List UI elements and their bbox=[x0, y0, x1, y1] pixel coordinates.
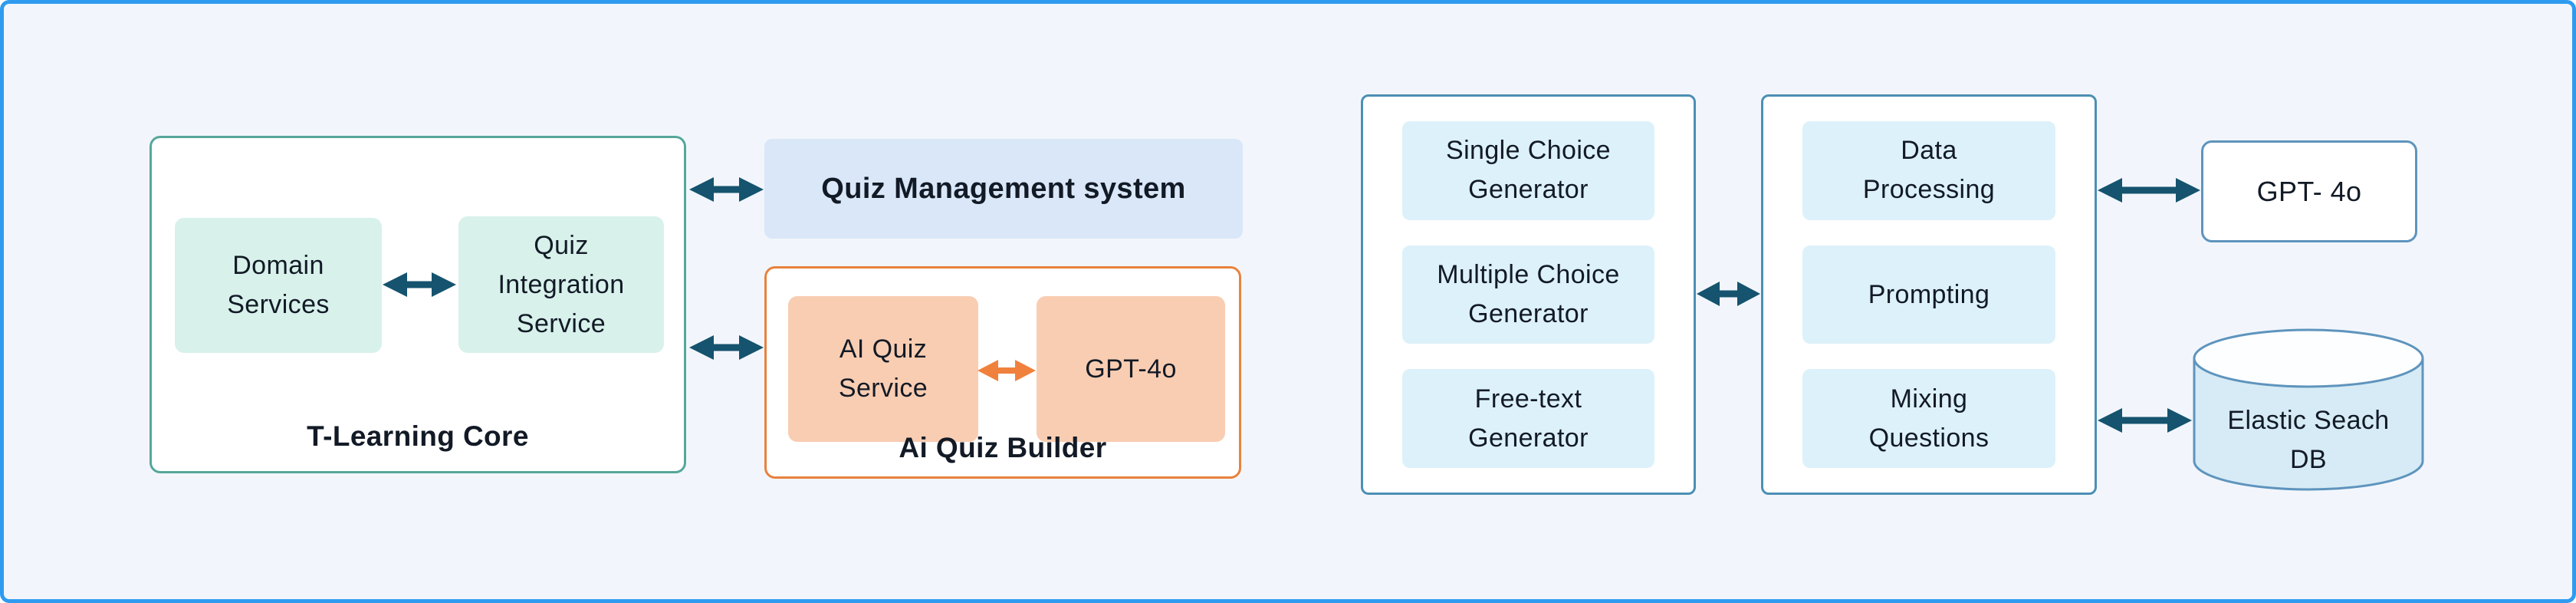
node-prompting: Prompting bbox=[1802, 245, 2055, 344]
mixing-questions-label: Mixing Questions bbox=[1868, 384, 1990, 453]
domain-integration-arrow-icon bbox=[383, 272, 456, 297]
t-learning-core-title: T-Learning Core bbox=[307, 420, 529, 452]
node-data-processing: Data Processing bbox=[1802, 121, 2055, 220]
elastic-search-db-label: Elastic Seach DB bbox=[2227, 406, 2390, 474]
prompting-label: Prompting bbox=[1868, 279, 1990, 309]
quiz-integration-service-label: Quiz Integration Service bbox=[498, 230, 625, 338]
node-gpt-4o-external: GPT- 4o bbox=[2201, 140, 2417, 242]
core-builder-arrow-icon bbox=[689, 335, 764, 360]
node-mixing-questions: Mixing Questions bbox=[1802, 369, 2055, 469]
group-ai-quiz-builder: AI Quiz Service GPT-4o Ai Quiz Builder bbox=[764, 266, 1241, 479]
node-single-choice-generator: Single Choice Generator bbox=[1402, 121, 1654, 220]
group-t-learning-core: Domain Services Quiz Integration Service… bbox=[150, 136, 686, 473]
node-quiz-integration-service: Quiz Integration Service bbox=[458, 216, 664, 353]
data-processing-label: Data Processing bbox=[1862, 136, 1996, 205]
single-choice-generator-label: Single Choice Generator bbox=[1446, 136, 1611, 205]
free-text-generator-label: Free-text Generator bbox=[1468, 384, 1589, 453]
node-multiple-choice-generator: Multiple Choice Generator bbox=[1402, 245, 1654, 344]
node-elastic-search-db: Elastic Seach DB bbox=[2193, 328, 2424, 492]
node-gpt-4o-internal: GPT-4o bbox=[1037, 296, 1225, 442]
node-free-text-generator: Free-text Generator bbox=[1402, 369, 1654, 469]
gpt-4o-external-label: GPT- 4o bbox=[2256, 175, 2362, 207]
panel-quiz-pipeline: Data Processing Prompting Mixing Questio… bbox=[1761, 94, 2097, 495]
core-management-arrow-icon bbox=[689, 177, 764, 202]
domain-services-label: Domain Services bbox=[227, 251, 330, 319]
pipeline-gpt4o-arrow-icon bbox=[2098, 178, 2200, 203]
database-cylinder-icon bbox=[2193, 328, 2424, 491]
generators-pipeline-arrow-icon bbox=[1697, 282, 1760, 306]
node-domain-services: Domain Services bbox=[175, 218, 382, 353]
gpt-4o-internal-label: GPT-4o bbox=[1085, 354, 1177, 384]
node-quiz-management-system: Quiz Management system bbox=[764, 139, 1243, 239]
quiz-management-system-label: Quiz Management system bbox=[821, 172, 1186, 205]
ai-quiz-builder-title: Ai Quiz Builder bbox=[899, 432, 1107, 463]
ai-quiz-service-gpt4o-arrow-icon bbox=[978, 360, 1036, 381]
ai-quiz-service-label: AI Quiz Service bbox=[838, 334, 928, 403]
pipeline-elasticsearch-arrow-icon bbox=[2098, 408, 2192, 433]
multiple-choice-generator-label: Multiple Choice Generator bbox=[1437, 260, 1620, 328]
panel-question-generators: Single Choice Generator Multiple Choice … bbox=[1361, 94, 1696, 495]
node-ai-quiz-service: AI Quiz Service bbox=[788, 296, 978, 442]
